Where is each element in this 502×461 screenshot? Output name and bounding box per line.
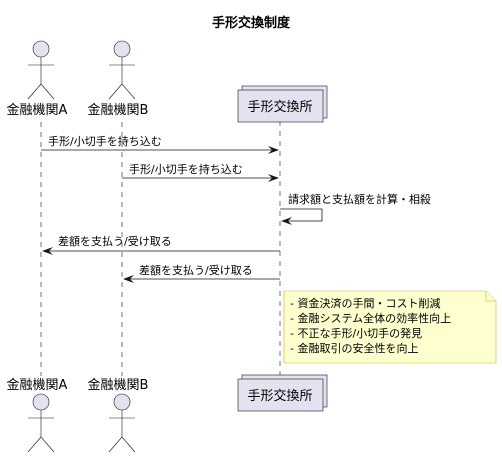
arrowhead-icon	[281, 217, 292, 225]
note-benefits: - 資金決済の手間・コスト削減 - 金融システム全体の効率性向上 - 不正な手形…	[283, 290, 497, 364]
message-label: 差額を支払う/受け取る	[139, 263, 253, 277]
message-label: 手形/小切手を持ち込む	[129, 162, 243, 176]
actor-figure-icon	[108, 40, 136, 100]
arrowhead-icon	[123, 275, 134, 283]
participant-clearing-house-top: 手形交換所	[237, 85, 328, 123]
actor-figure-icon	[27, 40, 55, 100]
note-line: - 資金決済の手間・コスト削減	[290, 296, 440, 310]
actor-bank-b-top: 金融機関B	[88, 40, 149, 118]
arrowhead-icon	[268, 174, 279, 182]
actor-figure-icon	[27, 393, 55, 453]
diagram-title: 手形交換制度	[212, 15, 291, 31]
message-label: 請求額と支払額を計算・相殺	[288, 192, 431, 206]
actor-label: 金融機関A	[7, 102, 68, 118]
message-bank-b-deposit: 手形/小切手を持ち込む	[122, 162, 279, 182]
participant-label: 手形交換所	[247, 99, 312, 115]
actor-bank-b-bottom: 金融機関B	[88, 377, 149, 453]
actor-bank-a-top: 金融機関A	[7, 40, 68, 118]
message-settle-bank-a: 差額を支払う/受け取る	[42, 234, 280, 255]
message-self-netting: 請求額と支払額を計算・相殺	[280, 192, 431, 225]
note-fold-icon	[485, 291, 496, 302]
note-line: - 不正な手形/小切手の発見	[290, 326, 422, 340]
message-settle-bank-b: 差額を支払う/受け取る	[123, 263, 280, 283]
arrowhead-icon	[42, 247, 53, 255]
note-line: - 金融システム全体の効率性向上	[290, 311, 451, 325]
message-bank-a-deposit: 手形/小切手を持ち込む	[41, 134, 279, 154]
actor-figure-icon	[108, 393, 136, 453]
actor-label: 金融機関B	[88, 102, 149, 118]
note-line: - 金融取引の安全性を向上	[290, 341, 418, 355]
message-label: 差額を支払う/受け取る	[58, 234, 172, 248]
actor-label: 金融機関B	[88, 377, 149, 393]
actor-label: 金融機関A	[7, 377, 68, 393]
arrowhead-icon	[268, 146, 279, 154]
participant-label: 手形交換所	[247, 388, 312, 404]
actor-bank-a-bottom: 金融機関A	[7, 377, 68, 453]
participant-clearing-house-bottom: 手形交換所	[237, 374, 328, 412]
message-label: 手形/小切手を持ち込む	[48, 134, 162, 148]
